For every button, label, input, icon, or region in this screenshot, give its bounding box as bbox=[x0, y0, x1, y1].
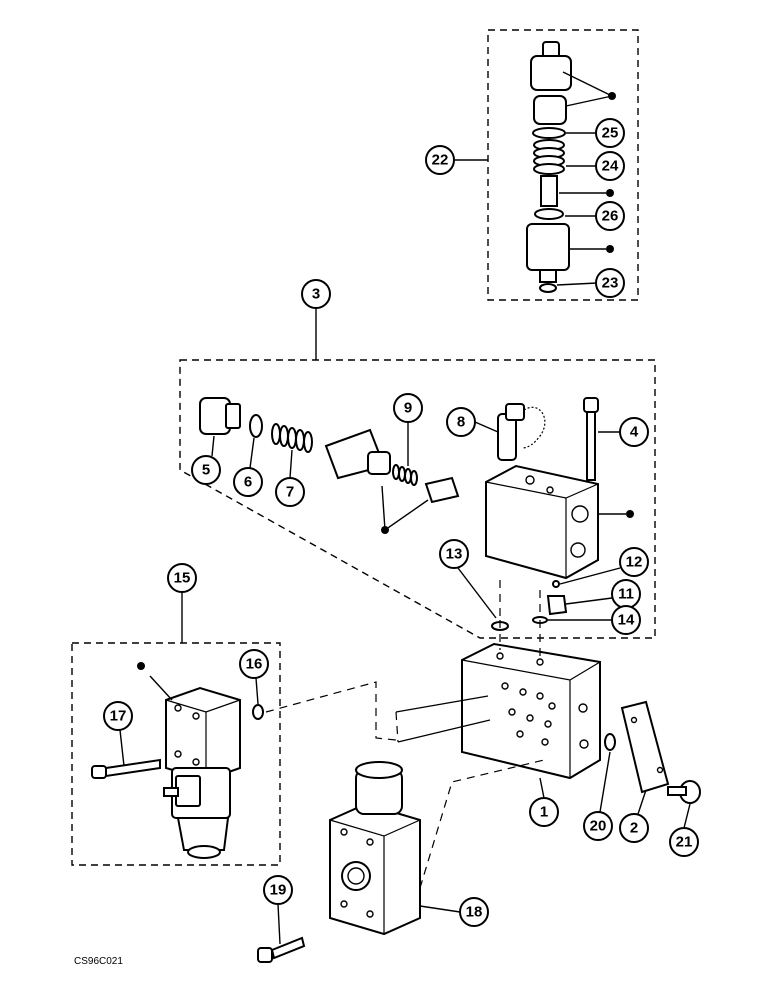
svg-text:18: 18 bbox=[466, 904, 483, 921]
callout-22: 22 bbox=[425, 145, 455, 175]
callout-9: 9 bbox=[393, 393, 423, 423]
callout-2: 2 bbox=[619, 813, 649, 843]
cap-screw-4 bbox=[583, 397, 599, 481]
relief-valve-block bbox=[485, 464, 599, 580]
manifold-block-1 bbox=[395, 620, 601, 780]
callout-4: 4 bbox=[619, 417, 649, 447]
svg-text:12: 12 bbox=[626, 554, 643, 571]
callout-24: 24 bbox=[595, 151, 625, 181]
assembly-group-3 bbox=[179, 308, 656, 639]
callout-14: 14 bbox=[611, 605, 641, 635]
svg-text:3: 3 bbox=[312, 286, 320, 303]
cartridge-washer-25 bbox=[532, 127, 566, 139]
callout-3: 3 bbox=[301, 279, 331, 309]
svg-text:4: 4 bbox=[630, 424, 639, 441]
callout-7: 7 bbox=[275, 477, 305, 507]
group-3-boundary bbox=[179, 359, 656, 639]
svg-text:23: 23 bbox=[602, 275, 619, 292]
cartridge-cap bbox=[530, 55, 572, 91]
solenoid-coil-18 bbox=[329, 761, 421, 936]
cartridge-spring-24 bbox=[533, 139, 565, 175]
callout-19: 19 bbox=[263, 875, 293, 905]
relief-pin bbox=[424, 476, 460, 504]
svg-text:1: 1 bbox=[540, 804, 548, 821]
callout-15: 15 bbox=[167, 563, 197, 593]
cap-screw-17 bbox=[91, 758, 161, 779]
relief-spring-9 bbox=[392, 464, 418, 486]
test-fitting-8 bbox=[497, 403, 546, 461]
assembly-group-22 bbox=[455, 29, 639, 301]
svg-text:20: 20 bbox=[590, 818, 607, 835]
kit-dot-marker bbox=[606, 189, 614, 197]
relief-poppet bbox=[324, 428, 391, 480]
svg-text:13: 13 bbox=[446, 546, 463, 563]
cartridge-stem bbox=[540, 175, 558, 207]
svg-text:2: 2 bbox=[630, 820, 638, 837]
callout-1: 1 bbox=[529, 797, 559, 827]
relief-plug-5 bbox=[199, 397, 241, 435]
group-22-boundary bbox=[487, 29, 639, 301]
svg-text:19: 19 bbox=[270, 882, 287, 899]
kit-dot-marker bbox=[608, 92, 616, 100]
cartridge-seal-26 bbox=[534, 208, 564, 220]
callout-13: 13 bbox=[439, 539, 469, 569]
ball-12 bbox=[552, 580, 560, 588]
cartridge-body bbox=[526, 223, 570, 271]
callout-26: 26 bbox=[595, 201, 625, 231]
svg-text:15: 15 bbox=[174, 570, 191, 587]
callout-25: 25 bbox=[595, 118, 625, 148]
kit-dot-marker bbox=[606, 245, 614, 253]
solenoid-valve-body bbox=[163, 686, 241, 859]
svg-text:17: 17 bbox=[110, 708, 127, 725]
cartridge-tip bbox=[539, 269, 557, 283]
relief-oring-6 bbox=[249, 414, 263, 438]
oring-20 bbox=[604, 733, 616, 751]
svg-text:8: 8 bbox=[457, 414, 465, 431]
oring-16 bbox=[252, 704, 264, 720]
group-15-boundary bbox=[71, 642, 281, 866]
callout-5: 5 bbox=[191, 455, 221, 485]
svg-text:16: 16 bbox=[246, 656, 263, 673]
callout-11: 11 bbox=[611, 579, 641, 609]
relief-spring-7 bbox=[271, 423, 313, 453]
callout-8: 8 bbox=[446, 407, 476, 437]
svg-text:11: 11 bbox=[618, 586, 634, 603]
kit-dot-marker bbox=[626, 510, 634, 518]
solenoid-to-manifold-line bbox=[265, 681, 397, 741]
cap-screw-19 bbox=[257, 936, 306, 963]
callout-6: 6 bbox=[233, 467, 263, 497]
cover-plate-2 bbox=[620, 700, 670, 794]
svg-text:21: 21 bbox=[676, 834, 693, 851]
coil-to-manifold-line bbox=[419, 759, 545, 889]
screw-21 bbox=[667, 780, 701, 804]
svg-text:22: 22 bbox=[432, 152, 449, 169]
callout-20: 20 bbox=[583, 811, 613, 841]
svg-text:7: 7 bbox=[286, 484, 294, 501]
callout-23: 23 bbox=[595, 268, 625, 298]
kit-dot-marker bbox=[137, 662, 145, 670]
assembly-group-15 bbox=[71, 592, 281, 866]
svg-text:9: 9 bbox=[404, 400, 412, 417]
svg-text:25: 25 bbox=[602, 125, 619, 142]
svg-text:6: 6 bbox=[244, 474, 252, 491]
svg-text:5: 5 bbox=[202, 462, 210, 479]
kit-dot-marker bbox=[381, 526, 389, 534]
callout-21: 21 bbox=[669, 827, 699, 857]
callout-18: 18 bbox=[459, 897, 489, 927]
callout-16: 16 bbox=[239, 649, 269, 679]
figure-code-label: CS96C021 bbox=[74, 956, 123, 967]
plug-11 bbox=[546, 595, 568, 616]
callout-12: 12 bbox=[619, 547, 649, 577]
cartridge-oring-23 bbox=[539, 283, 557, 293]
svg-text:14: 14 bbox=[618, 612, 635, 629]
svg-text:26: 26 bbox=[602, 208, 619, 225]
callout-17: 17 bbox=[103, 701, 133, 731]
cartridge-sleeve bbox=[533, 95, 567, 125]
svg-text:24: 24 bbox=[602, 158, 619, 175]
